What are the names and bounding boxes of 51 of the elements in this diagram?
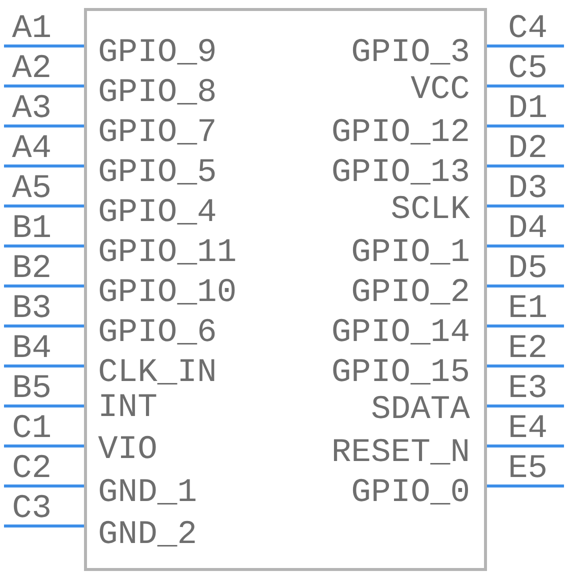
pin-name: GPIO_15 bbox=[331, 356, 470, 390]
pin-number: A5 bbox=[12, 172, 52, 206]
pin-number: A3 bbox=[12, 92, 52, 126]
pin-name: GPIO_11 bbox=[98, 236, 237, 270]
pin-name: GPIO_14 bbox=[331, 316, 470, 350]
pin-number: B2 bbox=[12, 252, 52, 286]
pin-name: GPIO_12 bbox=[331, 116, 470, 150]
pin-number: C5 bbox=[508, 52, 548, 86]
pin-number: B4 bbox=[12, 332, 52, 366]
pin-number: C1 bbox=[12, 412, 52, 446]
pin-name: GPIO_7 bbox=[98, 116, 217, 150]
pin-name: GPIO_9 bbox=[98, 36, 217, 70]
pin-number: E3 bbox=[508, 372, 548, 406]
pin-number: D2 bbox=[508, 132, 548, 166]
pin-number: A4 bbox=[12, 132, 52, 166]
pin-name: GPIO_13 bbox=[331, 156, 470, 190]
pin-number: E2 bbox=[508, 332, 548, 366]
pin-number: B3 bbox=[12, 292, 52, 326]
pin-name: GPIO_6 bbox=[98, 316, 217, 350]
pin-number: D4 bbox=[508, 212, 548, 246]
pin-number: D5 bbox=[508, 252, 548, 286]
pin-number: C2 bbox=[12, 452, 52, 486]
pin-number: C3 bbox=[12, 492, 52, 526]
pin-name: VIO bbox=[98, 433, 158, 467]
pin-name: SDATA bbox=[370, 393, 470, 427]
pin-number: A1 bbox=[12, 12, 52, 46]
pin-name: GPIO_1 bbox=[351, 236, 470, 270]
pin-name: GPIO_8 bbox=[98, 76, 217, 110]
pin-number: D3 bbox=[508, 172, 548, 206]
pin-name: GPIO_2 bbox=[351, 276, 470, 310]
pin-name: INT bbox=[98, 391, 158, 425]
pin-number: E1 bbox=[508, 292, 548, 326]
chip-body bbox=[84, 8, 487, 571]
pin-number: E4 bbox=[508, 412, 548, 446]
pin-name: GPIO_3 bbox=[351, 36, 470, 70]
pin-name: RESET_N bbox=[331, 436, 470, 470]
pin-name: GPIO_0 bbox=[351, 476, 470, 510]
pin-name: GND_2 bbox=[98, 518, 198, 552]
pin-name: GPIO_10 bbox=[98, 276, 237, 310]
pin-number: C4 bbox=[508, 12, 548, 46]
pin-name: VCC bbox=[410, 73, 470, 107]
pin-name: GND_1 bbox=[98, 476, 198, 510]
pin-number: E5 bbox=[508, 452, 548, 486]
pin-name: CLK_IN bbox=[98, 356, 217, 390]
pin-number: A2 bbox=[12, 52, 52, 86]
pin-number: B1 bbox=[12, 212, 52, 246]
pin-number: B5 bbox=[12, 372, 52, 406]
pin-name: SCLK bbox=[390, 193, 470, 227]
pin-number: D1 bbox=[508, 92, 548, 126]
pin-name: GPIO_5 bbox=[98, 156, 217, 190]
pin-name: GPIO_4 bbox=[98, 196, 217, 230]
